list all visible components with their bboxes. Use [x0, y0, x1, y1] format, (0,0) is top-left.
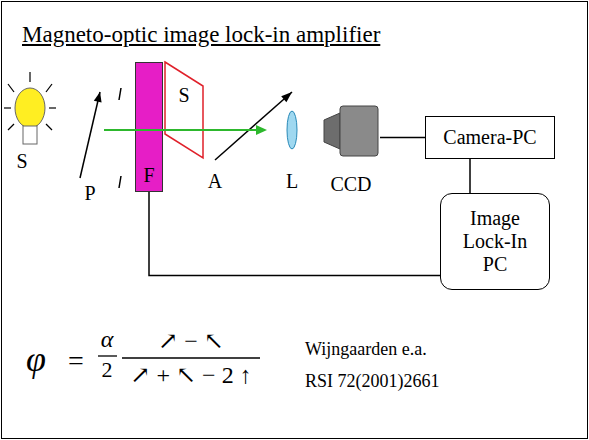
- signal-cable: [380, 137, 425, 139]
- tick-mark: [119, 176, 121, 188]
- formula-symbol: 2: [102, 358, 113, 382]
- camera-pc-box: Camera-PC: [425, 116, 555, 159]
- sample-outline: [163, 60, 205, 160]
- node-label: F: [143, 164, 154, 187]
- formula-numerator: ↗ − ↖: [158, 328, 224, 354]
- formula-denominator: ↗ + ↖ − 2 ↑: [130, 362, 251, 388]
- analyzer-axis: [215, 92, 292, 160]
- polarizer-arrowhead: [94, 92, 102, 103]
- polarizer-axis: [80, 92, 100, 178]
- light-beam: [104, 129, 258, 131]
- node-label: CCD: [330, 173, 371, 196]
- reference-note: Wijngaarden e.a.: [305, 340, 427, 360]
- lens: [287, 111, 297, 149]
- sample-outline: [165, 62, 203, 158]
- camera-objective: [324, 113, 340, 149]
- signal-cable: [149, 192, 440, 275]
- lamp-label: S: [16, 150, 27, 172]
- lock-in-pc-box: Image Lock-In PC: [440, 193, 550, 290]
- polarizer-label: P: [84, 182, 95, 204]
- light-rays: [4, 72, 56, 130]
- node-label: Camera-PC: [443, 126, 536, 149]
- reference-note: RSI 72(2001)2661: [305, 372, 440, 392]
- fraction-bar: [98, 355, 117, 356]
- lamp-base: [23, 126, 37, 144]
- node-label: S: [178, 84, 189, 107]
- light-beam-arrowhead: [256, 125, 267, 135]
- camera-body: [340, 106, 378, 156]
- ccd-camera: CCD: [322, 103, 380, 198]
- fraction-bar: [122, 357, 260, 358]
- formula-symbol: α: [101, 326, 114, 352]
- analyzer-label: A: [208, 170, 222, 192]
- formula-symbol: φ: [26, 340, 46, 380]
- formula-symbol: =: [68, 346, 84, 377]
- lens-label: L: [286, 170, 298, 192]
- signal-cable: [469, 159, 471, 193]
- node-label: Image Lock-In PC: [453, 207, 537, 276]
- tick-mark: [119, 88, 121, 100]
- faraday-cell: F: [135, 62, 163, 192]
- lamp-bulb: [15, 88, 45, 128]
- slide-title: Magneto-optic image lock-in amplifier: [22, 22, 380, 48]
- sample: S: [163, 60, 205, 160]
- analyzer-arrowhead: [281, 92, 292, 102]
